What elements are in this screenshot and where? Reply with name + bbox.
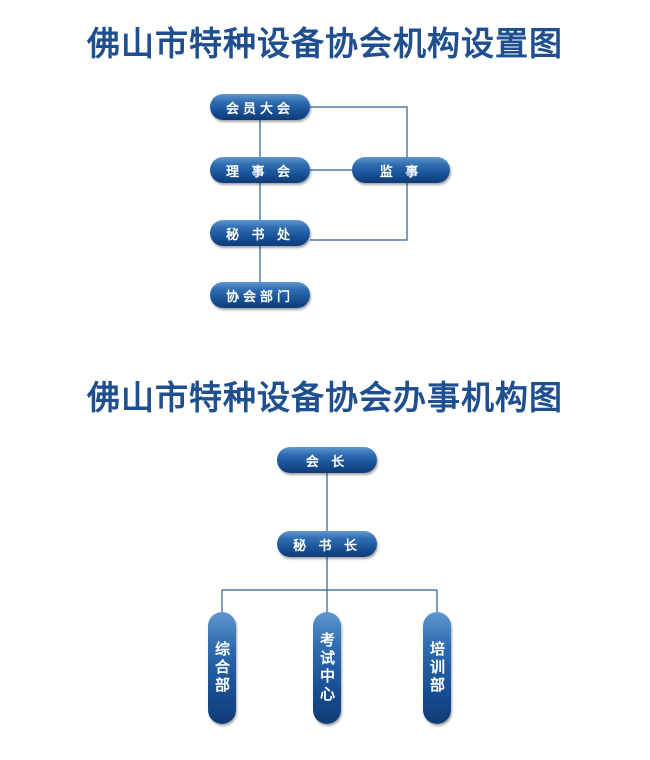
org-structure-title: 佛山市特种设备协会机构设置图 (87, 24, 563, 63)
members-assembly-node: 会员大会 (210, 94, 310, 120)
secretary-general-node: 秘 书 长 (277, 531, 377, 557)
exam-center-node: 考试中心 (313, 612, 341, 724)
general-dept-node: 综合部 (208, 612, 236, 724)
supervisor-node: 监 事 (352, 157, 450, 183)
departments-node: 协会部门 (210, 282, 310, 308)
training-dept-node: 培训部 (423, 612, 451, 724)
council-node: 理 事 会 (210, 157, 310, 183)
president-node: 会 长 (277, 447, 377, 473)
office-structure-title: 佛山市特种设备协会办事机构图 (87, 378, 563, 417)
secretariat-node: 秘 书 处 (210, 220, 310, 246)
